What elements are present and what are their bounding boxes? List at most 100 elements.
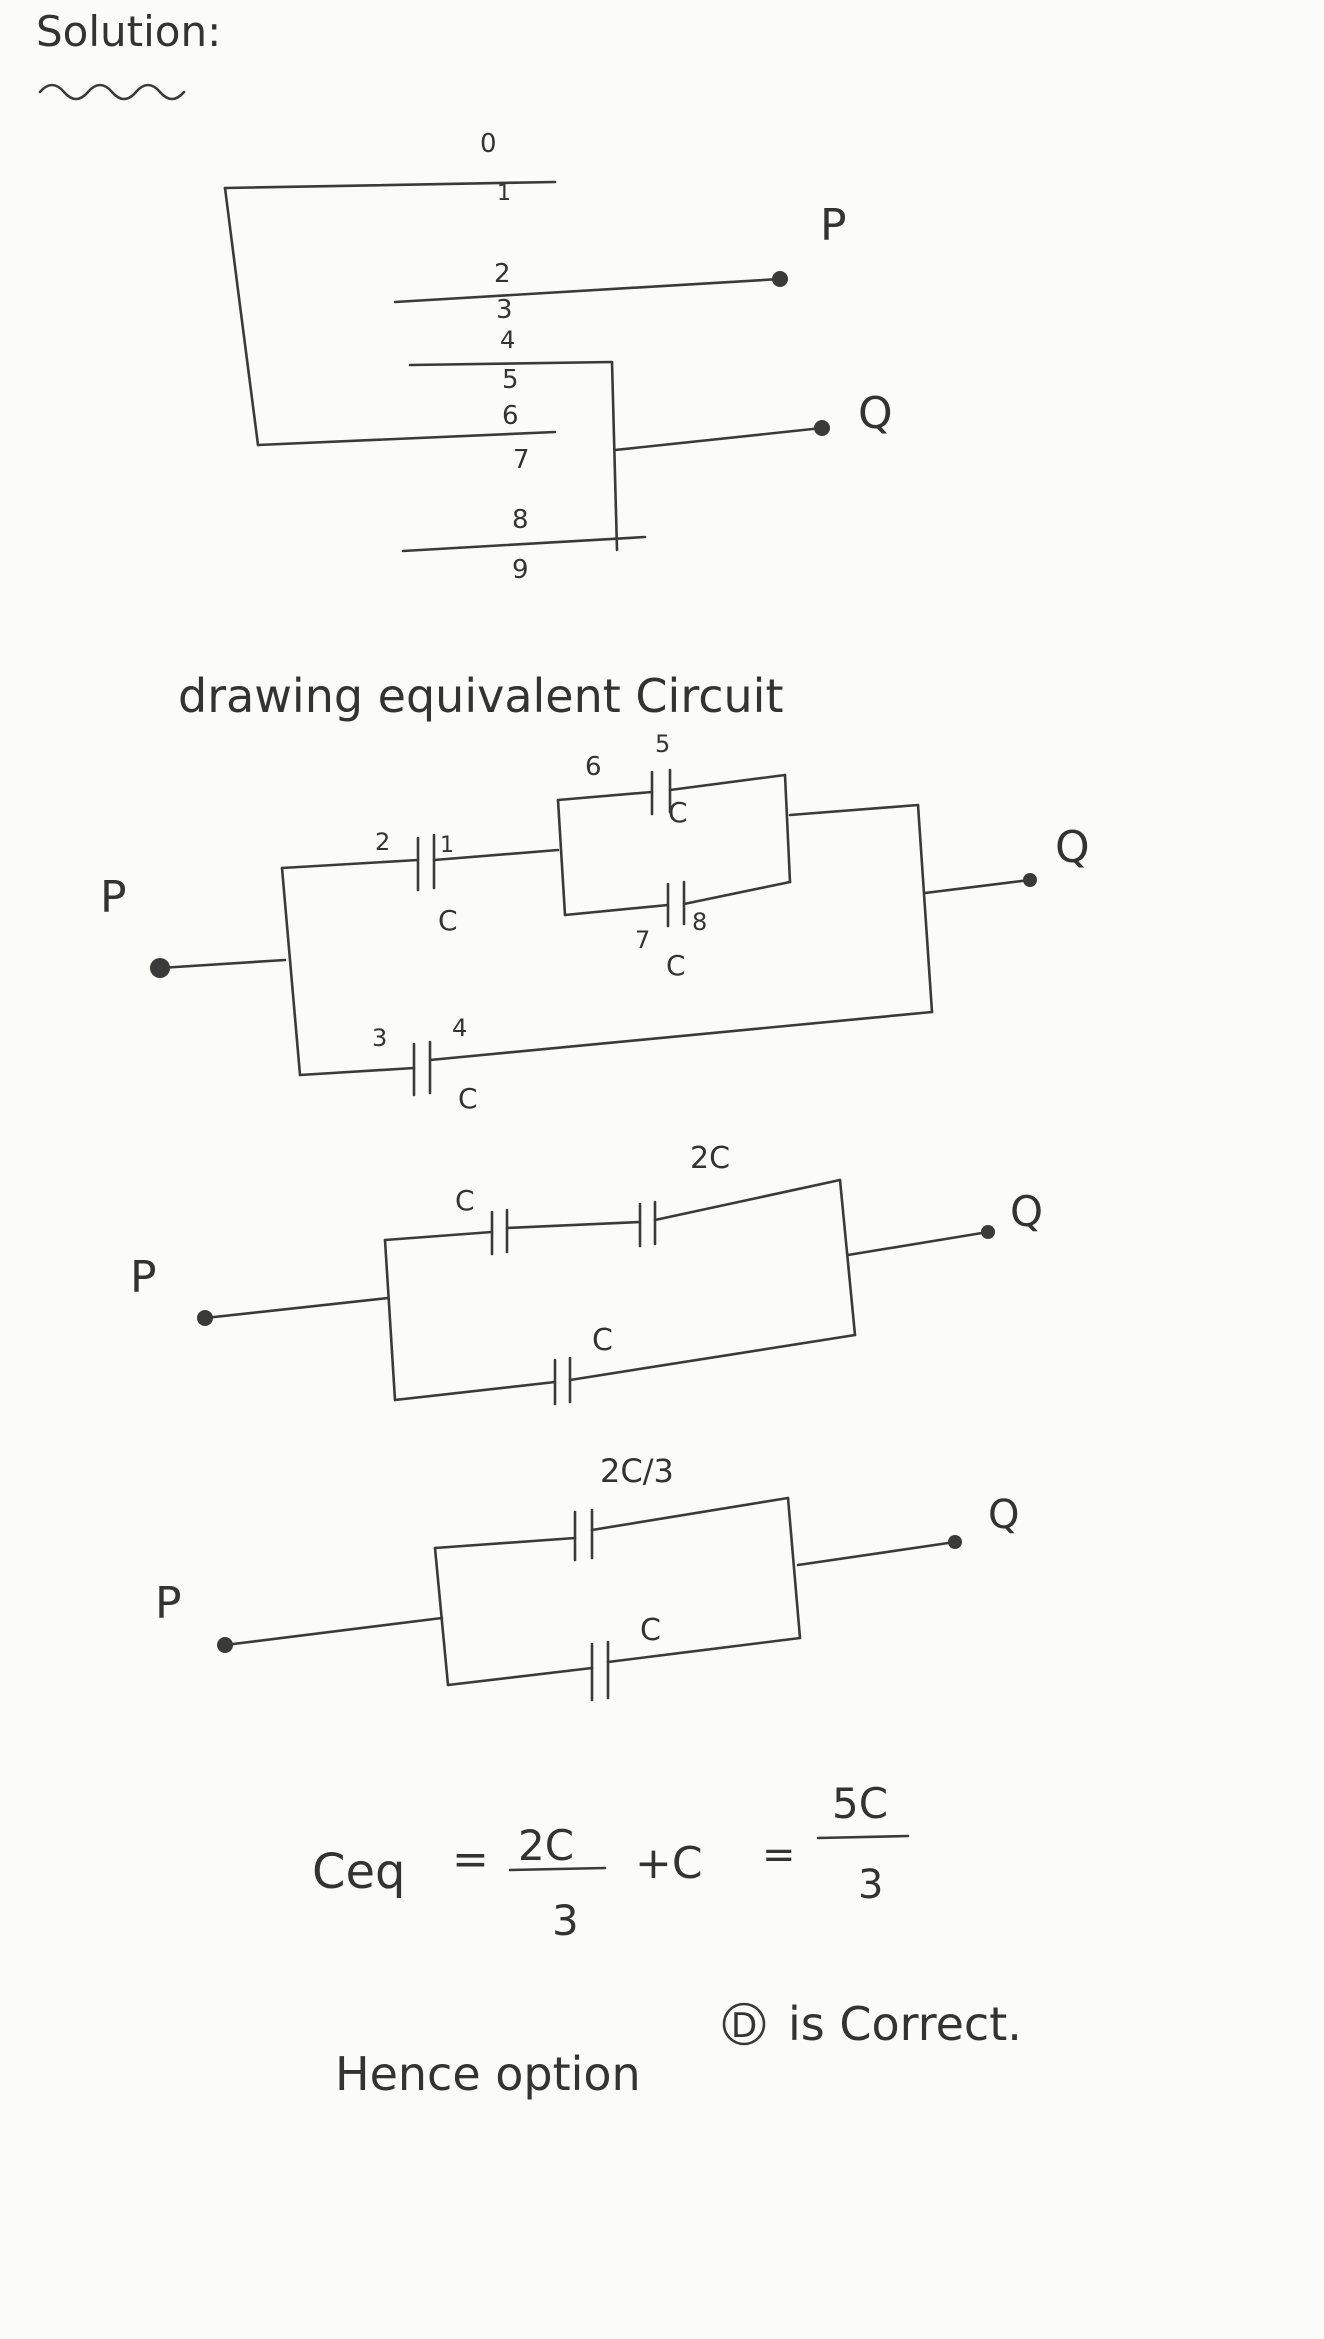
c1-wire-bottom bbox=[428, 1010, 934, 1062]
c2-left-cap-label: C bbox=[455, 1184, 475, 1217]
plate-6-7 bbox=[256, 430, 557, 447]
conclusion-option: D bbox=[731, 2006, 757, 2046]
c1-left-vertical bbox=[280, 866, 302, 1077]
c3-cap-bottom bbox=[590, 1640, 610, 1702]
plate-number-8: 8 bbox=[512, 505, 529, 535]
option-circle-icon bbox=[722, 2002, 766, 2046]
c3-top-cap-label: 2C/3 bbox=[600, 1452, 674, 1490]
conclusion-prefix: Hence option bbox=[335, 2047, 641, 2101]
c2-wire-to-right bbox=[653, 1178, 842, 1222]
c2-wire-bottom-left bbox=[393, 1380, 557, 1402]
c3-wire-q bbox=[796, 1540, 957, 1567]
c1-wire-to-cap-bottom bbox=[298, 1066, 416, 1077]
c1-plate-label-7: 7 bbox=[635, 926, 650, 954]
c1-plate-label-5: 5 bbox=[655, 730, 670, 758]
equivalent-circuit-3: P Q 2C/3 C bbox=[155, 1452, 1019, 1702]
c2-cap-2c bbox=[638, 1200, 657, 1248]
c2-wire-to-cap-c bbox=[383, 1230, 494, 1242]
equivalent-circuit-2: P Q C 2C C bbox=[130, 1141, 1043, 1406]
c3-wire-bottom-right bbox=[606, 1636, 802, 1664]
equation-lhs: Ceq bbox=[312, 1844, 406, 1900]
equation-plus-c: +C bbox=[635, 1838, 703, 1889]
c1-wire-box-to-right bbox=[788, 803, 920, 817]
c3-cap-top bbox=[573, 1508, 594, 1562]
c3-wire-p bbox=[223, 1616, 444, 1647]
c3-left-vertical bbox=[433, 1546, 450, 1687]
plate-number-1: 1 bbox=[497, 181, 511, 206]
equation-frac2-bar bbox=[816, 1834, 910, 1840]
c1-plate-label-3: 3 bbox=[372, 1024, 387, 1052]
c1-cap-top-left-label: C bbox=[438, 904, 458, 937]
c2-terminal-q-dot bbox=[981, 1225, 995, 1239]
c1-box-right bbox=[783, 773, 792, 884]
plate-number-2: 2 bbox=[494, 259, 511, 289]
c1-terminal-q-dot bbox=[1023, 873, 1037, 887]
wire-plate1-to-plate6 bbox=[223, 186, 260, 447]
c1-box-top bbox=[556, 773, 787, 802]
c1-cap-upper bbox=[650, 768, 672, 816]
c1-plate-label-8: 8 bbox=[692, 908, 707, 936]
plate-number-9: 9 bbox=[512, 555, 529, 585]
c3-wire-to-cap-top bbox=[433, 1536, 577, 1550]
wire-plate5-to-plate8 bbox=[610, 360, 619, 552]
equation-frac1-denominator: 3 bbox=[552, 1896, 579, 1945]
equation-frac1-numerator: 2C bbox=[518, 1821, 574, 1870]
plate-number-3: 3 bbox=[496, 295, 513, 325]
plate-arrangement: P Q 0 1 2 3 4 5 6 7 8 9 bbox=[223, 129, 893, 585]
c1-cap-bottom bbox=[412, 1040, 432, 1097]
c2-wire-between-caps bbox=[505, 1220, 642, 1230]
equation-frac2-denominator: 3 bbox=[858, 1862, 883, 1908]
plate-number-6: 6 bbox=[502, 401, 519, 431]
plate-number-4: 4 bbox=[500, 326, 515, 354]
heading-underline bbox=[38, 83, 186, 101]
c1-cap-lower bbox=[666, 880, 686, 928]
c3-wire-top-right bbox=[590, 1496, 790, 1532]
c2-right-cap-label: 2C bbox=[690, 1141, 730, 1176]
c3-terminal-q-label: Q bbox=[988, 1492, 1019, 1538]
c1-cap-bottom-label: C bbox=[458, 1082, 478, 1115]
conclusion-suffix: is Correct. bbox=[788, 1997, 1022, 2051]
plate-number-5: 5 bbox=[502, 365, 519, 395]
c1-cap-top-left bbox=[416, 833, 436, 892]
c1-terminal-q-label: Q bbox=[1055, 822, 1090, 873]
c1-wire-p bbox=[158, 958, 287, 970]
plate-number-0: 0 bbox=[480, 129, 497, 159]
wire-to-terminal-q bbox=[613, 426, 824, 452]
c3-terminal-q-dot bbox=[948, 1535, 962, 1549]
conclusion: Hence option D is Correct. bbox=[335, 1997, 1022, 2101]
c3-terminal-p-label: P bbox=[155, 1578, 182, 1629]
c1-wire-to-cap1 bbox=[280, 858, 420, 870]
c3-bottom-cap-label: C bbox=[640, 1613, 661, 1648]
c3-right-vertical bbox=[786, 1496, 802, 1640]
equivalent-capacitance-equation: Ceq = 2C 3 +C = 5C 3 bbox=[312, 1779, 910, 1945]
equation-frac1-bar bbox=[508, 1866, 607, 1872]
heading: Solution: bbox=[36, 7, 221, 56]
c1-plate-label-6: 6 bbox=[585, 752, 602, 782]
c2-wire-p bbox=[203, 1296, 390, 1320]
plate-0-1 bbox=[223, 180, 557, 190]
c2-left-vertical bbox=[383, 1238, 397, 1402]
terminal-p-dot bbox=[772, 271, 788, 287]
c2-cap-bottom bbox=[553, 1356, 572, 1406]
c1-box-bottom bbox=[563, 880, 792, 917]
terminal-q-dot bbox=[814, 420, 830, 436]
c1-plate-label-4: 4 bbox=[452, 1014, 467, 1042]
c2-wire-q bbox=[846, 1230, 990, 1257]
section-title: drawing equivalent Circuit bbox=[178, 669, 783, 723]
c1-plate-label-2: 2 bbox=[375, 828, 390, 856]
plate-4-5 bbox=[408, 360, 614, 367]
c1-plate-label-1: 1 bbox=[440, 833, 454, 858]
terminal-q-label: Q bbox=[858, 388, 893, 439]
c2-terminal-p-label: P bbox=[130, 1252, 157, 1303]
c2-terminal-q-label: Q bbox=[1010, 1187, 1043, 1236]
plate-number-7: 7 bbox=[513, 445, 530, 475]
c1-right-vertical bbox=[916, 803, 934, 1014]
equation-equals-1: = bbox=[452, 1834, 489, 1885]
terminal-p-label: P bbox=[820, 200, 847, 251]
c2-bottom-cap-label: C bbox=[592, 1323, 613, 1358]
equation-frac2-numerator: 5C bbox=[832, 1779, 888, 1828]
c2-wire-bottom-right bbox=[568, 1333, 857, 1382]
plate-8-9 bbox=[401, 535, 647, 553]
